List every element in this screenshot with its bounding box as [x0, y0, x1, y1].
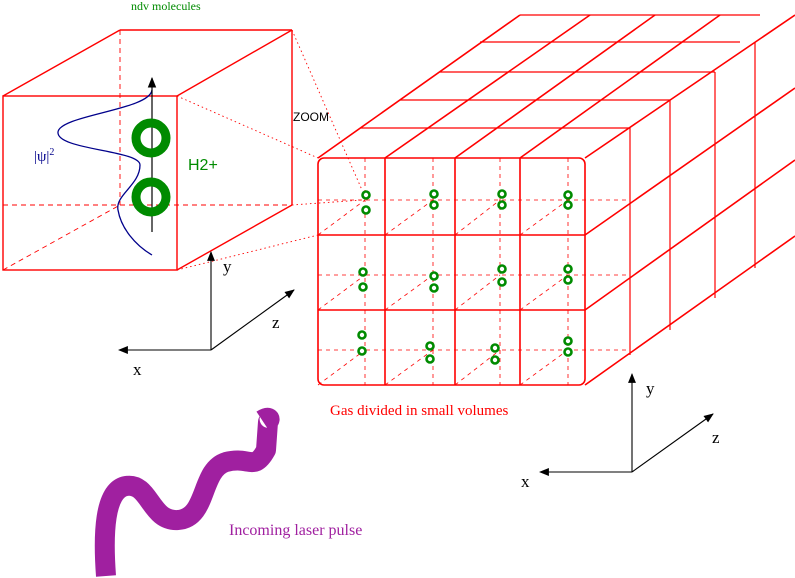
molecule-ring-icon: [490, 343, 500, 353]
wavefunction-curve: [57, 89, 153, 256]
molecule-ring-icon: [429, 200, 439, 210]
molecule-ring-icon: [429, 271, 439, 281]
zoom-label: ZOOM: [293, 110, 329, 124]
molecule-ring-icon: [361, 205, 371, 215]
molecule-ring-icon: [563, 347, 573, 357]
axes-left: [118, 251, 295, 354]
molecule-ring-icon: [563, 275, 573, 285]
zoom-lines: [176, 29, 363, 271]
axis-left-z: z: [272, 313, 280, 332]
molecule-ring-icon: [497, 200, 507, 210]
h2plus-label: H2+: [188, 157, 218, 174]
axis-left-y: y: [223, 257, 232, 276]
molecule-ring-icon: [563, 190, 573, 200]
molecule-ring-icon: [429, 283, 439, 293]
h2plus-molecule-icon: [131, 118, 171, 217]
molecule-ring-icon: [490, 355, 500, 365]
axes-right: [539, 373, 714, 476]
gas-grid: [317, 14, 795, 386]
molecule-ring-icon: [358, 282, 368, 292]
molecule-ring-icon: [361, 190, 371, 200]
grid-molecules: [357, 189, 573, 365]
molecule-ring-icon: [563, 336, 573, 346]
molecule-ring-icon: [357, 346, 367, 356]
axis-right-z: z: [712, 428, 720, 447]
psi-label: |ψ|2: [34, 148, 54, 165]
molecule-ring-icon: [358, 267, 368, 277]
molecule-ring-icon: [357, 330, 367, 340]
axis-right-x: x: [521, 472, 530, 491]
molecule-ring-icon: [497, 277, 507, 287]
gas-caption: Gas divided in small volumes: [330, 403, 509, 419]
molecule-ring-icon: [563, 200, 573, 210]
top-caption: ndv molecules: [131, 0, 201, 13]
psi-exponent: 2: [49, 147, 55, 158]
molecule-ring-icon: [563, 264, 573, 274]
psi-symbol: |ψ|: [34, 149, 50, 165]
molecule-ring-icon: [429, 189, 439, 199]
axis-left-x: x: [133, 360, 142, 379]
molecule-ring-icon: [497, 189, 507, 199]
axis-right-y: y: [646, 379, 655, 398]
zoom-box: [2, 29, 293, 271]
molecule-ring-icon: [425, 354, 435, 364]
molecule-ring-icon: [497, 264, 507, 274]
laser-wave-icon: [94, 407, 280, 577]
molecule-ring-icon: [425, 341, 435, 351]
laser-caption: Incoming laser pulse: [229, 522, 363, 539]
